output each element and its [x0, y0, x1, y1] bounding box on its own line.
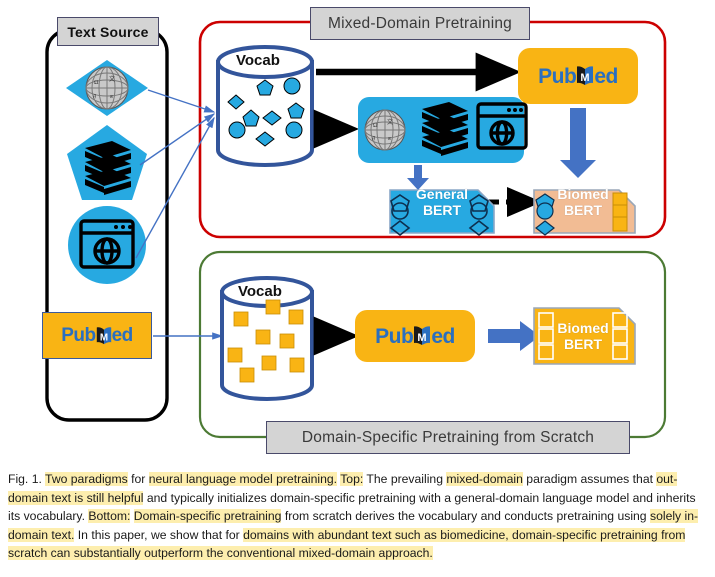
caption-text: for	[127, 472, 149, 486]
pubmed-text-right: ed	[111, 325, 134, 346]
wikipedia-source: Ω 文 д я	[66, 60, 148, 116]
biomed-bert-bottom-label: Biomed BERT	[545, 320, 621, 352]
pubmed-text-right: ed	[431, 324, 455, 348]
caption-text: and typically initializes domain-specifi…	[8, 490, 696, 524]
general-bert-line1: General	[415, 186, 469, 202]
biomed-bert-top-line1: Biomed	[557, 186, 609, 202]
biomed-bert-bottom-line1: Biomed	[557, 320, 609, 336]
pubmed-text-right: ed	[594, 64, 618, 88]
caption-text: The prevailing	[363, 472, 447, 486]
caption-text: In this paper, we show that for	[74, 527, 244, 542]
caption-highlight: neural language model pretraining.	[148, 472, 338, 486]
vocab-cylinder-top	[216, 45, 314, 167]
figure-diagram: Ω 文 д я	[42, 7, 667, 454]
pubmed-text-left: Pub	[61, 325, 96, 346]
mixed-domain-label: Mixed-Domain Pretraining	[310, 7, 530, 40]
svg-text:д: д	[93, 93, 96, 99]
biomed-bert-top-label: Biomed BERT	[545, 186, 621, 218]
figure-caption: Fig. 1. Two paradigms for neural languag…	[8, 470, 708, 563]
svg-text:д: д	[372, 135, 375, 141]
mixed-corpus-box: Ω 文 д я	[358, 97, 528, 163]
books-source	[67, 125, 147, 200]
pubmed-text-left: Pub	[375, 324, 414, 348]
figure-number: Fig. 1.	[8, 472, 42, 486]
pubmed-to-biomed-arrow-bottom	[488, 321, 540, 351]
svg-text:M: M	[99, 332, 107, 343]
books-stack-icon	[85, 141, 131, 195]
svg-text:Ω: Ω	[94, 80, 99, 86]
vocab-bottom-label: Vocab	[238, 283, 282, 300]
biomed-bert-box-top	[533, 189, 636, 236]
biomed-bert-box-bottom	[533, 307, 636, 365]
vocab-top-label: Vocab	[236, 52, 280, 69]
svg-text:M: M	[418, 332, 427, 344]
text-source-label: Text Source	[57, 17, 159, 46]
biomed-bert-top-line2: BERT	[563, 202, 603, 219]
svg-text:M: M	[581, 72, 590, 84]
caption-body: Two paradigms for neural language model …	[8, 472, 699, 561]
pubmed-logo-bottom: Pub M ed	[355, 310, 475, 362]
caption-highlight: mixed-domain	[446, 472, 523, 486]
corpus-to-general-arrow	[407, 165, 429, 190]
pubmed-to-biomed-arrow	[560, 108, 596, 178]
web-browser-icon	[79, 219, 135, 269]
svg-text:Ω: Ω	[373, 123, 378, 129]
domain-specific-label: Domain-Specific Pretraining from Scratch	[266, 421, 630, 454]
svg-text:я: я	[388, 136, 391, 142]
vocab-cylinder-bottom	[220, 276, 314, 401]
pubmed-logo-source: Pub M ed	[42, 312, 152, 359]
caption-text: paradigm assumes that	[522, 472, 657, 486]
caption-highlight: Domain-specific pretraining	[133, 509, 282, 524]
pubmed-text-left: Pub	[538, 64, 577, 88]
caption-highlight: Bottom:	[88, 509, 131, 524]
caption-text: from scratch derives the vocabulary and …	[281, 509, 650, 524]
svg-text:文: 文	[387, 118, 393, 126]
svg-text:я: я	[110, 94, 113, 100]
svg-text:文: 文	[109, 75, 115, 83]
caption-highlight: Two paradigms	[45, 472, 128, 486]
biomed-bert-bottom-line2: BERT	[563, 336, 603, 353]
pubmed-book-icon: M	[575, 65, 595, 87]
general-bert-box	[389, 189, 495, 237]
general-bert-label: General BERT	[404, 186, 480, 218]
pubmed-book-icon: M	[95, 326, 113, 346]
pubmed-book-icon: M	[412, 325, 432, 347]
source-to-vocab-arrows	[135, 89, 216, 259]
caption-highlight: Top:	[340, 472, 364, 486]
pubmed-logo-top: Pub M ed	[518, 48, 638, 104]
general-bert-line2: BERT	[422, 202, 462, 219]
web-source	[68, 206, 146, 284]
